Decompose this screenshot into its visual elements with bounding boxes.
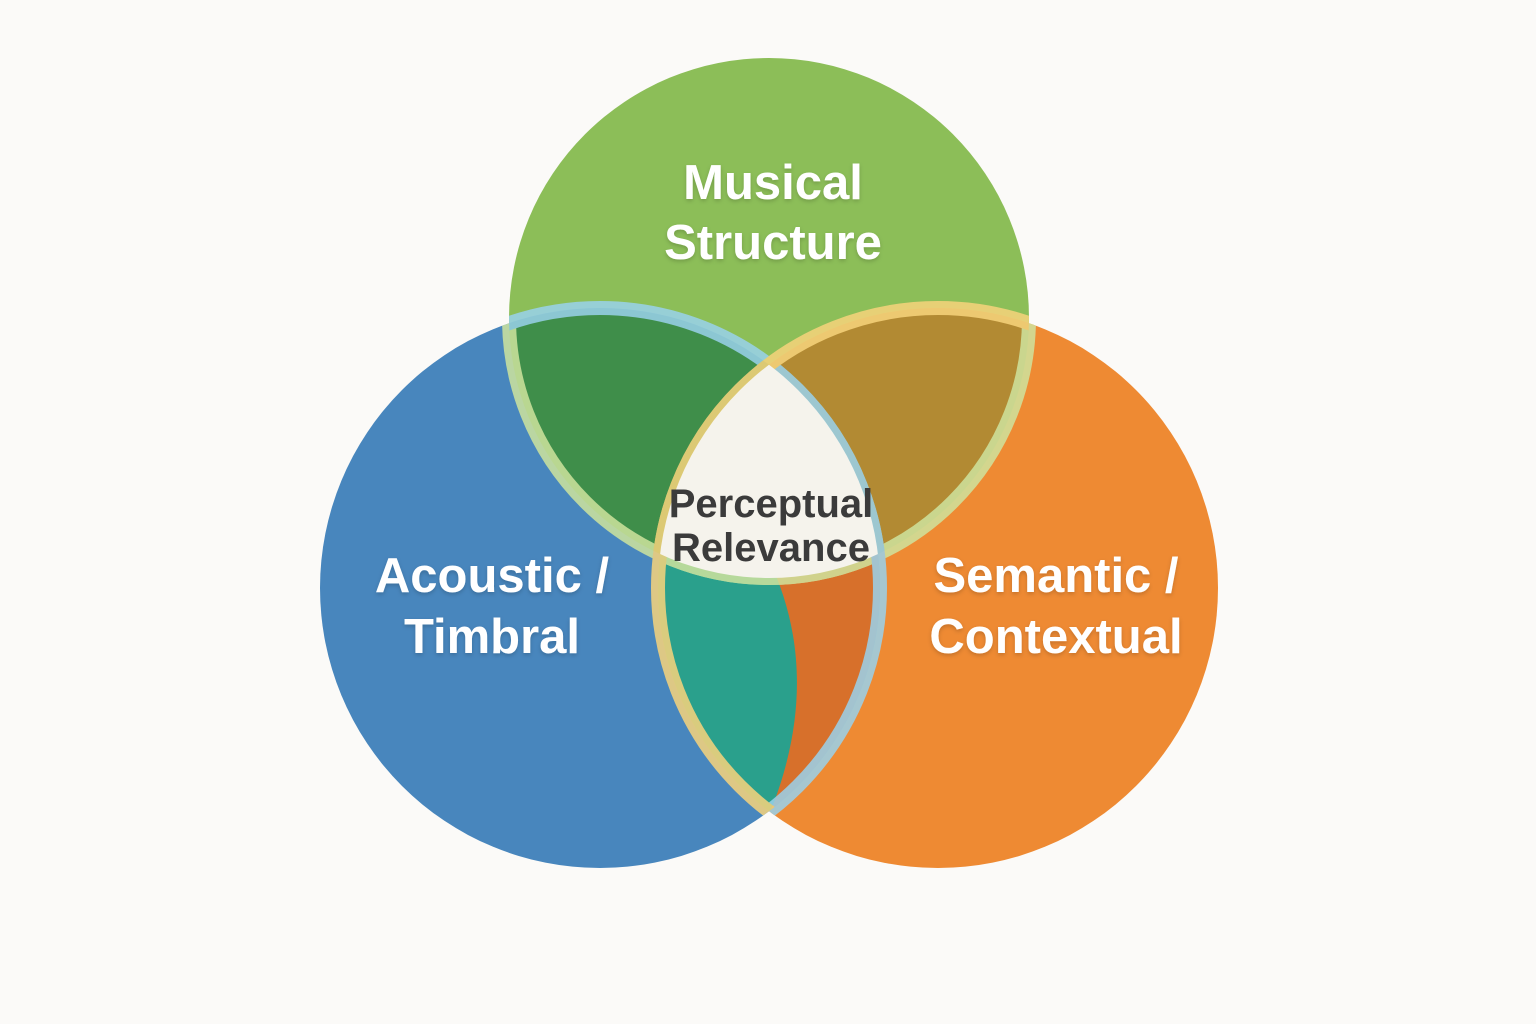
label-musical-structure-line2: Structure xyxy=(664,216,882,270)
halo-semantic-over-musical xyxy=(651,301,1029,578)
label-semantic-contextual-line1: Semantic / xyxy=(933,549,1178,603)
halo-acoustic-over-semantic xyxy=(658,308,887,868)
label-perceptual-relevance-line2: Relevance xyxy=(672,526,870,570)
label-acoustic-timbral-line2: Timbral xyxy=(404,610,580,664)
center-region xyxy=(658,308,880,578)
label-acoustic-timbral-line1: Acoustic / xyxy=(375,549,610,603)
halo-acoustic-over-musical xyxy=(509,301,887,578)
label-semantic-contextual-line2: Contextual xyxy=(929,610,1182,664)
label-musical-structure-line1: Musical xyxy=(683,156,863,210)
label-perceptual-relevance-line1: Perceptual xyxy=(669,482,874,526)
halo-semantic-over-acoustic xyxy=(651,308,880,868)
